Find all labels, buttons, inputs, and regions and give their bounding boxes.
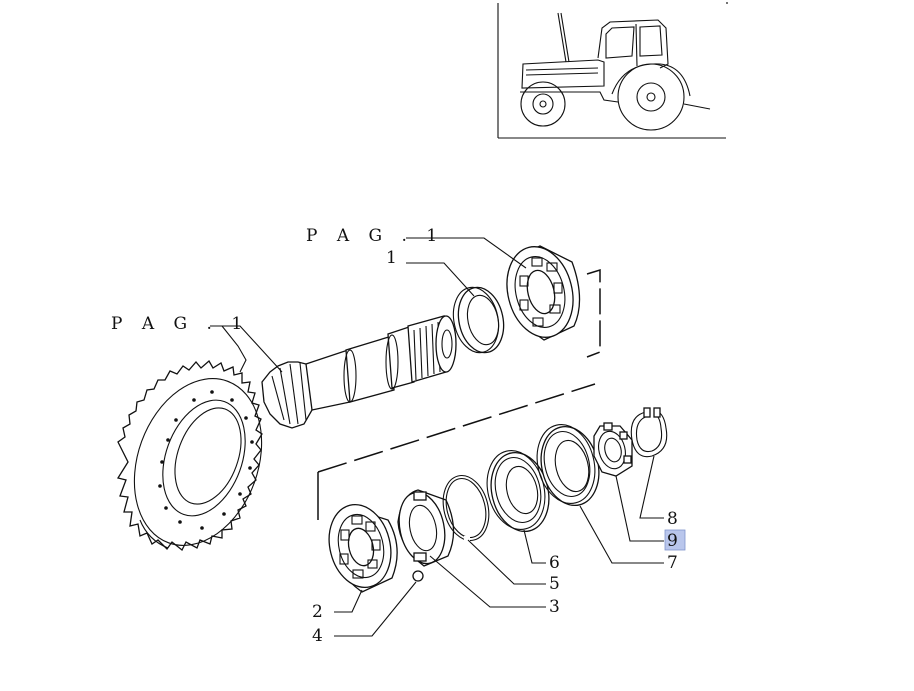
part-4-ball — [412, 570, 424, 582]
part-9-nut — [593, 422, 633, 477]
top-roller-bearing — [506, 245, 581, 341]
label-5: 5 — [549, 574, 560, 594]
label-9-highlight[interactable] — [664, 529, 686, 551]
part-5-snap-ring — [442, 474, 490, 542]
label-7: 7 — [667, 553, 678, 573]
part-6-cup — [486, 450, 550, 533]
part-2-bearing — [328, 503, 398, 593]
part-3-spacer — [397, 489, 455, 567]
leader-lines — [210, 237, 664, 637]
tractor-icon — [520, 12, 711, 131]
label-6: 6 — [549, 553, 560, 573]
label-2: 2 — [312, 602, 323, 622]
label-1: 1 — [386, 248, 397, 268]
part-8-circlip — [630, 407, 668, 458]
crown-gear — [116, 359, 263, 552]
label-9[interactable]: 9 — [667, 531, 678, 551]
callout-labels: P A G . 1 1 P A G . 1 2 4 3 5 6 7 8 9 — [111, 226, 686, 646]
label-4: 4 — [312, 626, 323, 646]
tractor-thumbnail — [497, 2, 728, 139]
pinion-shaft — [261, 315, 457, 429]
label-pag-top: P A G . 1 — [306, 226, 444, 246]
label-pag-left: P A G . 1 — [111, 314, 249, 334]
label-3: 3 — [549, 597, 560, 617]
label-8: 8 — [667, 509, 678, 529]
part-1-ring — [452, 286, 505, 354]
